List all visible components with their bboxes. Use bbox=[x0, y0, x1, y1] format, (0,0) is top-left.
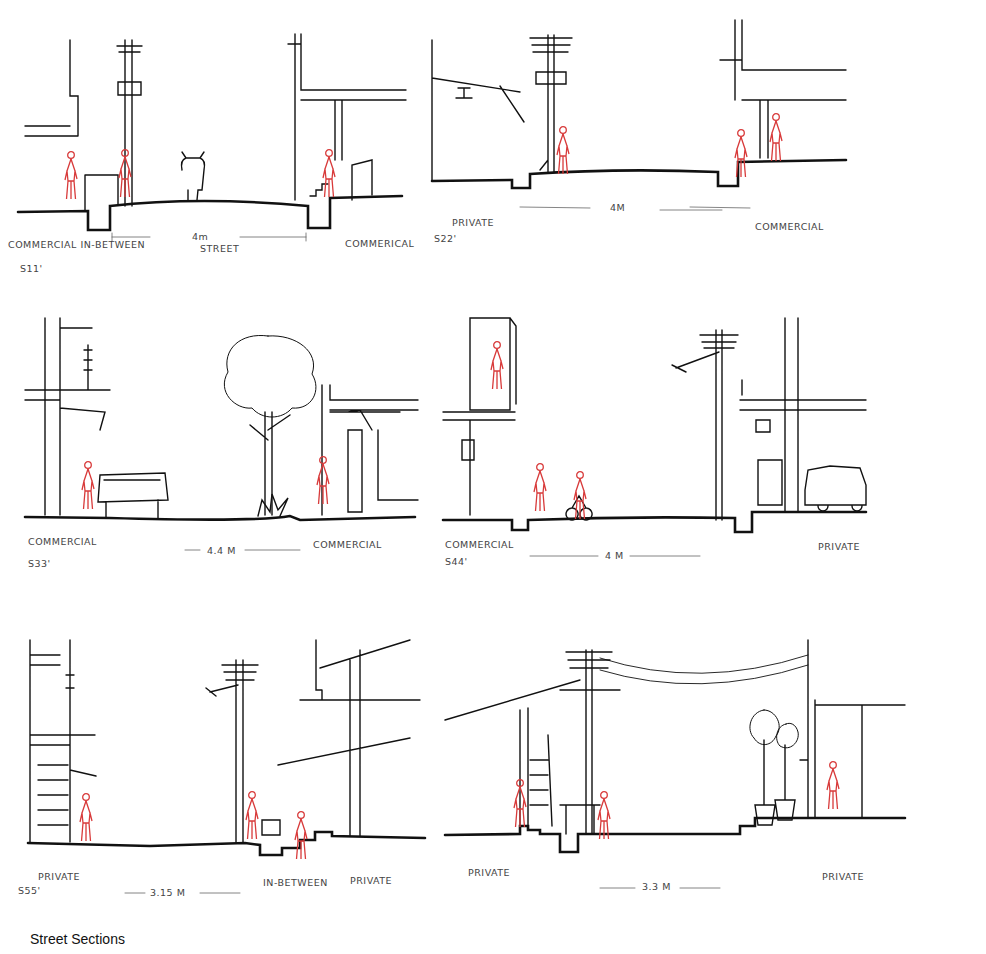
section-s66 bbox=[445, 640, 905, 888]
section-label: IN-BETWEEN bbox=[263, 878, 328, 888]
person-figure bbox=[491, 342, 503, 389]
section-label: S11' bbox=[20, 264, 43, 274]
section-label: PRIVATE bbox=[468, 868, 510, 878]
section-label: S44' bbox=[445, 557, 468, 567]
section-s33 bbox=[25, 318, 418, 550]
figure-caption: Street Sections bbox=[30, 931, 125, 947]
section-s55 bbox=[28, 640, 425, 893]
section-label: COMMERCIAL IN-BETWEEN bbox=[8, 240, 145, 250]
section-label: COMMERCIAL bbox=[445, 540, 514, 550]
person-figure bbox=[295, 812, 307, 859]
section-s22 bbox=[432, 20, 846, 210]
section-label: COMMERCIAL bbox=[755, 222, 824, 232]
person-figure bbox=[574, 472, 586, 519]
person-figure bbox=[80, 794, 92, 841]
person-figure bbox=[598, 792, 610, 839]
section-label: PRIVATE bbox=[38, 872, 80, 882]
section-label: S22' bbox=[434, 234, 457, 244]
person-figure bbox=[557, 127, 569, 174]
section-label: 3.15 M bbox=[150, 888, 185, 898]
section-label: PRIVATE bbox=[818, 542, 860, 552]
section-label: PRIVATE bbox=[822, 872, 864, 882]
section-label: 4M bbox=[610, 203, 625, 213]
section-label: 3.3 M bbox=[642, 882, 671, 892]
section-label: S33' bbox=[28, 559, 51, 569]
person-figure bbox=[317, 457, 329, 504]
person-figure bbox=[246, 792, 258, 839]
person-figure bbox=[323, 150, 335, 197]
section-label: PRIVATE bbox=[350, 876, 392, 886]
section-s11 bbox=[18, 34, 406, 241]
section-label: COMMERCIAL bbox=[28, 537, 97, 547]
section-label: STREET bbox=[200, 244, 239, 254]
section-label: COMMERCIAL bbox=[313, 540, 382, 550]
section-label: S55' bbox=[18, 886, 41, 896]
person-figure bbox=[119, 150, 131, 197]
person-figure bbox=[534, 464, 546, 511]
section-label: 4m bbox=[192, 232, 208, 242]
person-figure bbox=[827, 762, 839, 809]
section-label: PRIVATE bbox=[452, 218, 494, 228]
section-label: 4.4 M bbox=[207, 546, 236, 556]
person-figure bbox=[82, 462, 94, 509]
person-figure bbox=[514, 780, 526, 827]
section-label: COMMERICAL bbox=[345, 239, 414, 249]
person-figure bbox=[735, 130, 747, 177]
section-s44 bbox=[443, 318, 866, 556]
person-figure bbox=[770, 114, 782, 161]
section-label: 4 M bbox=[605, 551, 624, 561]
person-figure bbox=[65, 152, 77, 199]
